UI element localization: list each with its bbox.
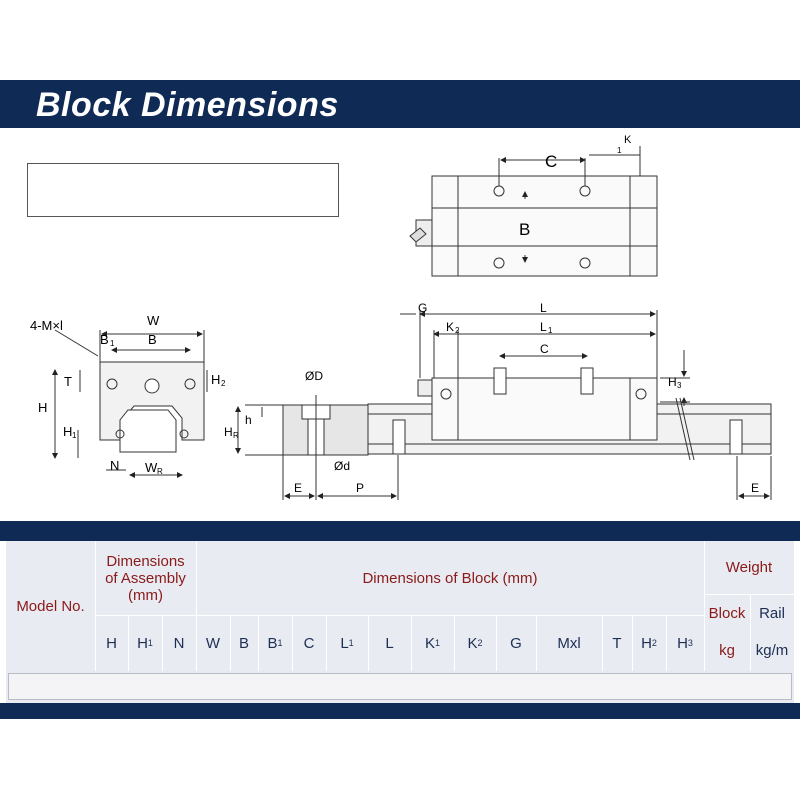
end-view-label-b: B bbox=[148, 332, 157, 347]
header-weight-rail: Rail bbox=[759, 604, 785, 622]
svg-text:1: 1 bbox=[110, 339, 115, 348]
column-header: N bbox=[173, 634, 185, 652]
column-header: L bbox=[385, 634, 394, 652]
header-weight-block: Block bbox=[708, 604, 746, 622]
column-header: W bbox=[205, 634, 221, 652]
table-bottom-bar bbox=[0, 703, 800, 719]
end-view bbox=[52, 329, 208, 478]
top-view-label-b: B bbox=[519, 220, 530, 239]
column-header: T bbox=[612, 634, 622, 652]
header-weight-block-unit: kg bbox=[719, 641, 735, 659]
end-view-label-h: H bbox=[38, 400, 47, 415]
table-top-bar bbox=[0, 521, 800, 541]
rail-label-p: P bbox=[356, 481, 364, 495]
svg-text:3: 3 bbox=[677, 381, 682, 390]
header-assembly: Dimensions of Assembly (mm) bbox=[105, 552, 186, 604]
end-view-label-h2: H bbox=[211, 372, 220, 387]
svg-text:1: 1 bbox=[548, 326, 553, 335]
header-weight-rail-unit: kg/m bbox=[755, 641, 789, 659]
side-view-label-c: C bbox=[540, 342, 549, 356]
rail-label-od-big: ØD bbox=[305, 369, 323, 383]
rail-label-od-small: Ød bbox=[334, 459, 350, 473]
end-view-label-w: W bbox=[147, 313, 160, 328]
side-view bbox=[367, 310, 772, 500]
svg-text:1: 1 bbox=[617, 146, 622, 155]
blank-caption-box bbox=[27, 163, 339, 217]
rail-label-e: E bbox=[294, 481, 302, 495]
end-view-label-mxl: 4-M×l bbox=[30, 318, 63, 333]
end-view-label-t: T bbox=[64, 374, 72, 389]
svg-text:R: R bbox=[233, 431, 239, 440]
table-data-row bbox=[8, 673, 792, 700]
rail-section bbox=[235, 395, 399, 500]
svg-text:2: 2 bbox=[221, 379, 226, 388]
rail-label-hr: H bbox=[224, 425, 233, 439]
side-view-label-l: L bbox=[540, 301, 547, 315]
side-view-label-h3: H bbox=[668, 375, 677, 389]
svg-text:R: R bbox=[157, 467, 163, 476]
side-view-label-e: E bbox=[751, 481, 759, 495]
top-view-label-k: K bbox=[624, 134, 632, 146]
side-view-label-g: G bbox=[418, 301, 427, 315]
column-header: B bbox=[238, 634, 249, 652]
side-view-label-k2: K bbox=[446, 320, 454, 334]
top-view-label-c: C bbox=[545, 152, 557, 171]
end-view-label-n: N bbox=[110, 458, 119, 473]
header-bar bbox=[0, 80, 800, 128]
svg-text:1: 1 bbox=[72, 431, 77, 440]
page-title: Block Dimensions bbox=[36, 86, 339, 124]
header-block: Dimensions of Block (mm) bbox=[362, 569, 538, 587]
column-header: C bbox=[303, 634, 315, 652]
end-view-label-h1: H bbox=[63, 424, 72, 439]
column-header: Mxl bbox=[557, 634, 581, 652]
end-view-label-b1: B bbox=[100, 332, 109, 347]
column-header: H bbox=[106, 634, 117, 652]
end-view-label-wr: W bbox=[145, 460, 158, 475]
top-view bbox=[409, 146, 658, 277]
technical-drawing: C K 1 B 4-M×l W B 1 B T H 2 H H 1 N W R bbox=[30, 134, 772, 500]
header-weight: Weight bbox=[725, 559, 773, 576]
rail-label-h: h bbox=[245, 413, 252, 427]
svg-text:2: 2 bbox=[455, 326, 460, 335]
column-header: G bbox=[510, 634, 522, 652]
header-model-no: Model No. bbox=[16, 597, 85, 615]
side-view-label-l1: L bbox=[540, 320, 547, 334]
